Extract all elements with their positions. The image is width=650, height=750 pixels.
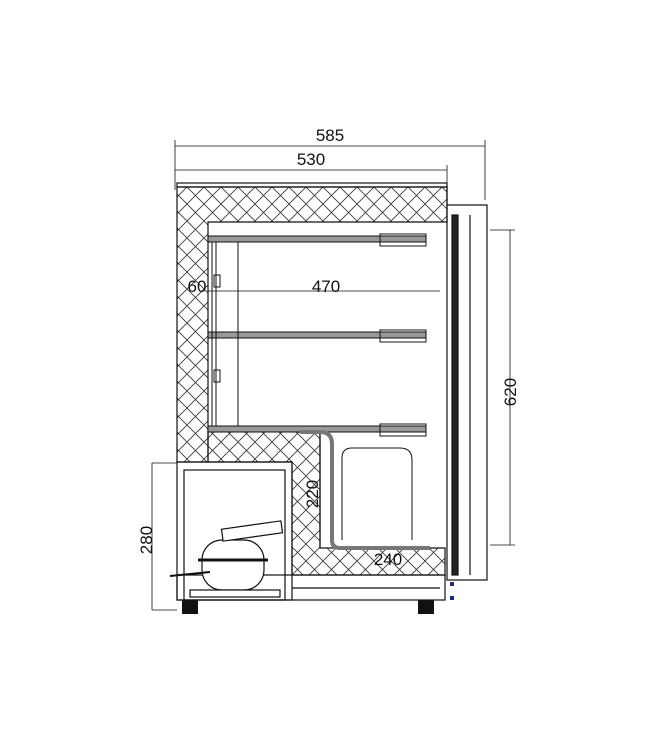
shelf-middle bbox=[207, 329, 427, 343]
dimension-585-label: 585 bbox=[316, 126, 344, 145]
compressor-icon bbox=[169, 520, 284, 598]
dimension-585 bbox=[174, 140, 486, 200]
door-hinge bbox=[450, 582, 454, 600]
dimension-240-label: 240 bbox=[374, 550, 402, 569]
dimension-620 bbox=[490, 229, 515, 546]
dimension-280 bbox=[151, 462, 177, 611]
dimension-220-label: 220 bbox=[303, 480, 322, 508]
shelf-rails bbox=[211, 242, 239, 426]
drain-pipe bbox=[300, 430, 430, 550]
dimension-530 bbox=[175, 165, 448, 185]
dimension-530-label: 530 bbox=[297, 150, 325, 169]
foot-left bbox=[182, 600, 198, 614]
dimension-60-label: 60 bbox=[188, 277, 207, 296]
shelf-top bbox=[207, 233, 427, 247]
crisper-bin bbox=[341, 447, 413, 540]
foot-right bbox=[418, 600, 434, 614]
dimension-280-label: 280 bbox=[137, 526, 156, 554]
dimension-620-label: 620 bbox=[501, 378, 520, 406]
cabinet-body bbox=[176, 182, 488, 601]
dimension-470-label: 470 bbox=[312, 277, 340, 296]
